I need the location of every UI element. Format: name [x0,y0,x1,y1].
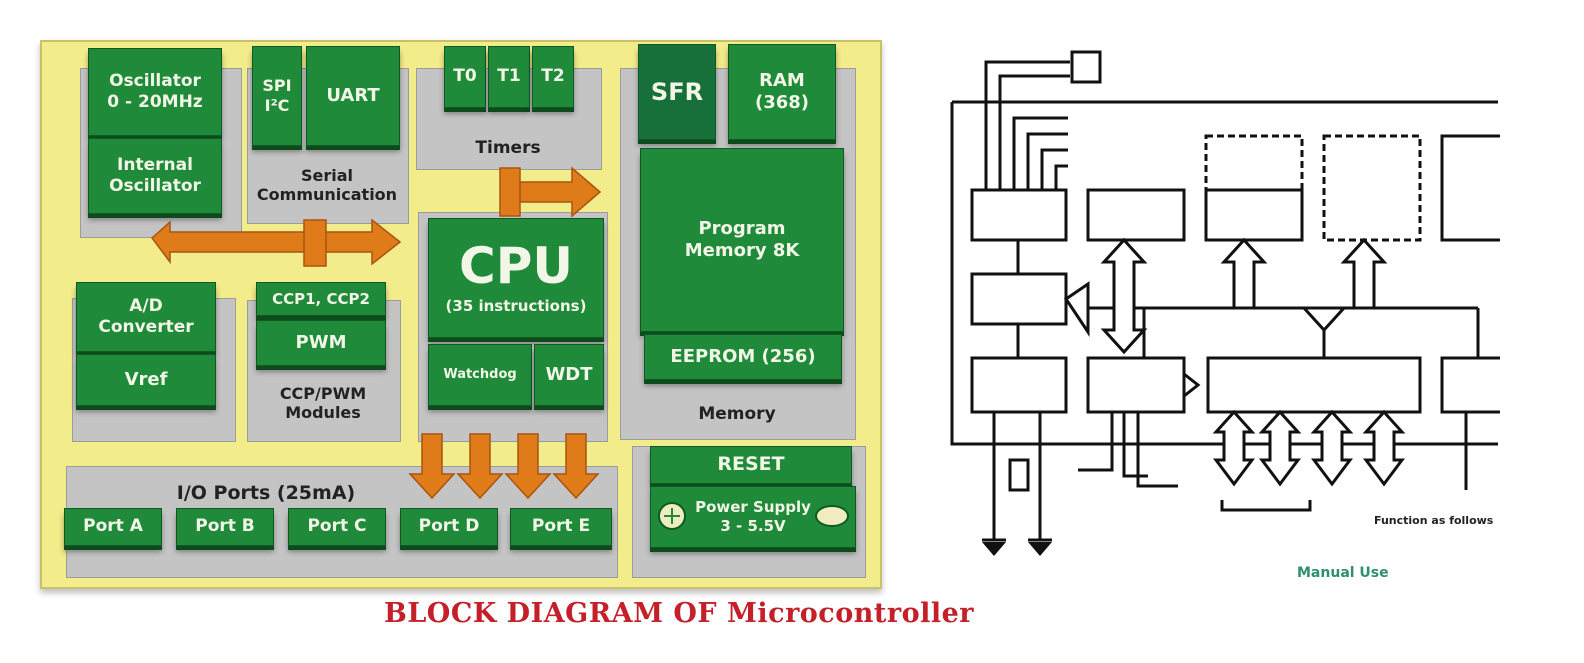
ad-converter-block: A/D Converter [76,282,216,352]
schematic-footnote: Manual Use [1297,565,1389,581]
internal-oscillator-block: Internal Oscillator [88,138,222,214]
io-arrow-1 [1212,409,1256,487]
port-arrow-1 [408,433,456,500]
block-diagram-board: Timers Serial Communication CCP/PWM Modu… [40,40,882,589]
port-a-block: Port A [64,508,162,546]
uart-block: UART [306,46,400,146]
schem-block-low-3 [1206,356,1422,414]
schem-block-4 [1322,134,1422,242]
pwm-block: PWM [256,320,386,366]
timer-t2-block: T2 [532,46,574,108]
wdt-block: WDT [534,344,604,406]
top-connector [1070,50,1102,84]
bottom-pin-lines [992,412,1468,540]
schematic-diagram: Function as follows [950,50,1500,556]
bus-arrow-c [1340,237,1388,310]
schem-block-3 [1204,188,1304,242]
top-pin-lines [984,60,1070,190]
schem-block-low-1 [970,356,1068,414]
schem-block-3-top [1204,134,1304,192]
vref-block: Vref [76,354,216,406]
ram-block: RAM (368) [728,44,836,140]
bus-arrow-right [1182,370,1201,400]
cpu-block: CPU (35 instructions) [428,218,604,338]
port-c-block: Port C [288,508,386,546]
bus-arrow-d [1300,306,1348,333]
internal-bus [1088,306,1480,358]
memory-bus-arrow-stub [499,167,521,217]
bus-arrow-b [1220,237,1268,310]
memory-label: Memory [698,404,776,424]
bus-arrow-stub-1 [303,219,327,267]
eeprom-block: EEPROM (256) [644,334,842,380]
diagram-caption: BLOCK DIAGRAM OF Microcontroller [384,598,975,629]
io-arrow-2 [1258,409,1302,487]
bottom-bracket [1220,500,1312,512]
ccp-block: CCP1, CCP2 [256,282,386,316]
schem-block-mid [970,272,1068,326]
bus-arrow-a [1100,237,1148,355]
sfr-block: SFR [638,44,716,140]
schem-block-5 [1440,134,1500,242]
timer-t1-block: T1 [488,46,530,108]
port-arrow-4 [552,433,600,500]
horizontal-bus-arrow [150,218,402,266]
port-d-block: Port D [400,508,498,546]
power-left-icon-cross [664,508,680,524]
bus-arrow-left [1063,281,1090,337]
spi-i2c-block: SPI I²C [252,46,302,146]
ground-arrow-1 [982,542,1006,556]
io-ports-label: I/O Ports (25mA) [176,482,356,504]
schem-block-low-2 [1086,356,1186,414]
power-supply-label: Power Supply 3 - 5.5V [695,498,811,535]
port-arrow-2 [456,433,504,500]
ground-arrow-2 [1028,542,1052,556]
ccp-pwm-label: CCP/PWM Modules [279,384,367,423]
crystal [1008,458,1030,492]
port-b-block: Port B [176,508,274,546]
timer-t0-block: T0 [444,46,486,108]
outer-frame [950,100,1498,446]
schem-block-1 [970,188,1068,242]
schem-block-2 [1086,188,1186,242]
bus-arrows [150,166,849,530]
reset-block: RESET [650,446,852,484]
program-memory-block: Program Memory 8K [640,148,844,332]
io-arrow-4 [1362,409,1406,487]
power-right-icon [815,505,849,527]
serial-label: Serial Communication [256,166,398,205]
schem-block-low-4 [1440,356,1500,414]
cpu-subtitle: (35 instructions) [445,296,587,315]
port-e-block: Port E [510,508,612,546]
cpu-title: CPU [459,236,573,295]
timers-label: Timers [475,138,541,158]
oscillator-block: Oscillator 0 - 20MHz [88,48,222,136]
io-arrow-3 [1310,409,1354,487]
bottom-note: Function as follows [1374,514,1494,527]
port-arrow-3 [504,433,552,500]
watchdog-block: Watchdog [428,344,532,406]
